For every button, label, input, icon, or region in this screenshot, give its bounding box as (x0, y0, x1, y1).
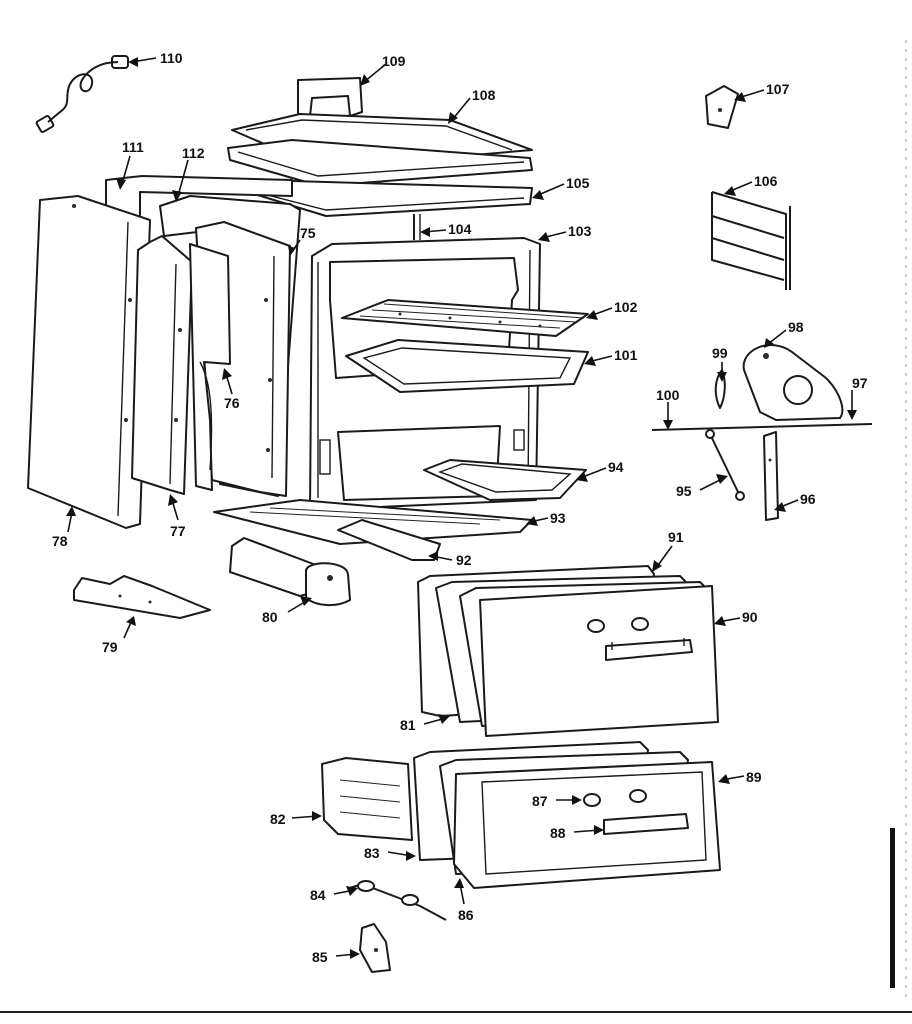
callout-77: 77 (170, 523, 186, 539)
part-bottom-panel (213, 499, 533, 545)
callout-87: 87 (532, 793, 548, 809)
callout-78: 78 (52, 533, 68, 549)
callout-96: 96 (800, 491, 816, 507)
callout-89: 89 (746, 769, 762, 785)
callout-105: 105 (566, 175, 590, 191)
part-side-liner (131, 235, 193, 495)
callout-76: 76 (224, 395, 240, 411)
callout-109: 109 (382, 53, 406, 69)
callout-102: 102 (614, 299, 638, 315)
callout-111: 111 (122, 139, 144, 155)
callout-108: 108 (472, 87, 496, 103)
leader-lines (66, 57, 857, 959)
part-drip-pan (423, 459, 587, 501)
callout-103: 103 (568, 223, 592, 239)
scan-border (0, 40, 912, 1013)
callout-81: 81 (400, 717, 416, 733)
part-broiler-drawer (321, 741, 721, 889)
callout-75: 75 (300, 225, 316, 241)
callout-86: 86 (458, 907, 474, 923)
callout-95: 95 (676, 483, 692, 499)
part-support-rod (413, 214, 421, 240)
callout-92: 92 (456, 552, 472, 568)
callout-98: 98 (788, 319, 804, 335)
part-top-bracket (297, 77, 363, 117)
callout-97: 97 (852, 375, 868, 391)
part-side-insulation (189, 243, 231, 491)
callout-99: 99 (712, 345, 728, 361)
callout-107: 107 (766, 81, 790, 97)
part-clip (705, 85, 739, 129)
part-grill-rack (711, 191, 791, 290)
part-cooktop-panel (227, 113, 533, 187)
callout-83: 83 (364, 845, 380, 861)
part-hinge-assembly (651, 344, 873, 521)
callout-112: 112 (182, 145, 205, 161)
callout-79: 79 (102, 639, 118, 655)
callout-80: 80 (262, 609, 278, 625)
callout-101: 101 (614, 347, 638, 363)
callout-106: 106 (754, 173, 778, 189)
part-oven-rack (341, 299, 589, 337)
callout-85: 85 (312, 949, 328, 965)
callout-84: 84 (310, 887, 326, 903)
callout-110: 110 (160, 50, 183, 66)
part-broiler-pan (345, 339, 589, 393)
callout-88: 88 (550, 825, 566, 841)
callout-104: 104 (448, 221, 472, 237)
callout-100: 100 (656, 387, 680, 403)
callout-93: 93 (550, 510, 566, 526)
part-left-side-panel (27, 195, 151, 529)
callout-94: 94 (608, 459, 624, 475)
part-bracket-plate (73, 575, 211, 619)
callout-90: 90 (742, 609, 758, 625)
callout-labels: 110 109 108 107 111 112 105 106 104 103 … (52, 50, 868, 965)
part-burner (229, 537, 351, 606)
part-drawer-rod (349, 880, 447, 921)
callout-82: 82 (270, 811, 286, 827)
callout-91: 91 (668, 529, 684, 545)
part-hinge (359, 923, 391, 973)
part-power-cord (35, 55, 129, 133)
part-oven-door (417, 565, 719, 737)
